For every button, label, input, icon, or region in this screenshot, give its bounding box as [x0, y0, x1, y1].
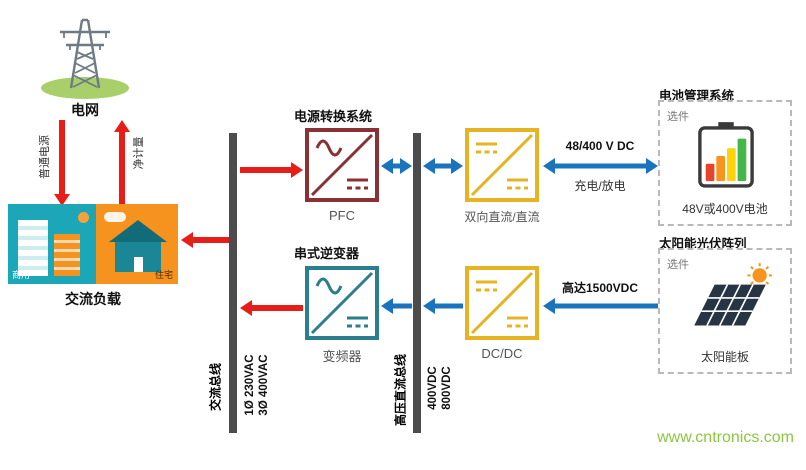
solar-panel-icon — [694, 263, 772, 326]
pv-title: 太阳能光伏阵列 — [659, 237, 747, 251]
building-icon — [54, 234, 80, 276]
arrow-net-metering — [114, 120, 130, 206]
bidirectional-dcdc-label: 双向直流/直流 — [464, 210, 540, 224]
ac-bus-voltage-2: 3Ø 400VAC — [258, 354, 270, 416]
inverter-box — [305, 266, 379, 340]
dc-bus-voltage-2: 800VDC — [441, 366, 453, 410]
dc-bus-voltage-1: 400VDC — [427, 366, 439, 410]
ac-bus-voltage-1: 1Ø 230VAC — [244, 354, 256, 416]
commercial-label: 商用 — [12, 270, 31, 280]
net-metering-label: 净计量 — [133, 136, 145, 170]
building-icon — [18, 220, 48, 276]
pv-optional-label: 选件 — [667, 259, 689, 271]
solar-panel-label: 太阳能板 — [700, 350, 749, 364]
sun-icon — [752, 268, 767, 283]
arrow-pv-to-dcdc — [543, 298, 658, 314]
battery-icon — [698, 122, 754, 188]
house-door — [134, 257, 143, 272]
pcs-title: 电源转换系统 — [294, 109, 373, 124]
dc-bus-name: 高压直流总线 — [393, 353, 408, 427]
arrow-dcdc-to-dcbus — [423, 298, 463, 314]
dc-bus-voltages: 400VDC 800VDC — [426, 366, 454, 409]
grid-supply-label: 普通电源 — [39, 135, 51, 179]
dc-bus-bar — [413, 133, 421, 433]
residential-scene: 住宅 — [96, 204, 178, 284]
pfc-box — [305, 128, 379, 202]
dcdc-label: DC/DC — [481, 346, 523, 361]
ac-bus-voltages: 1Ø 230VAC 3Ø 400VAC — [243, 354, 271, 415]
arrow-acbus-to-pfc — [240, 162, 303, 178]
ac-load-illustration: 商用 住宅 — [8, 204, 178, 284]
arrow-grid-supply — [54, 120, 70, 206]
pv-link-voltage: 高达1500VDC — [561, 281, 639, 295]
dc-dc-symbol — [470, 271, 534, 335]
arrow-acbus-to-load — [181, 232, 231, 248]
transmission-tower-icon — [41, 18, 129, 99]
ac-dc-symbol — [310, 133, 374, 197]
residential-label: 住宅 — [154, 270, 173, 280]
arrow-battery-charge-discharge — [543, 158, 658, 174]
arrow-dcbus-bidir — [423, 158, 463, 174]
battery-link-mode: 充电/放电 — [574, 179, 626, 193]
bms-title: 电池管理系统 — [659, 89, 735, 103]
battery-link-voltage: 48/400 V DC — [565, 139, 635, 153]
house-roof-icon — [109, 220, 167, 242]
sun-dot-icon — [78, 212, 89, 223]
pfc-label: PFC — [329, 208, 355, 223]
ac-bus-bar — [229, 133, 237, 433]
cloud-icon — [104, 212, 126, 222]
battery-label: 48V或400V电池 — [682, 202, 768, 216]
dcdc-box — [465, 266, 539, 340]
arrow-pfc-dcbus — [381, 158, 412, 174]
inverter-label: 变频器 — [322, 349, 362, 364]
arrow-inverter-to-acbus — [240, 300, 303, 316]
dc-ac-symbol — [310, 271, 374, 335]
bidirectional-dcdc-box — [465, 128, 539, 202]
watermark: www.cntronics.com — [657, 429, 794, 446]
commercial-scene: 商用 — [8, 204, 96, 284]
bms-optional-label: 选件 — [667, 111, 689, 123]
grid-label: 电网 — [71, 102, 99, 118]
ac-bus-name: 交流总线 — [208, 362, 223, 412]
arrow-dcbus-to-inverter — [381, 298, 412, 314]
ac-load-label: 交流负载 — [65, 291, 121, 307]
string-inverter-title: 串式逆变器 — [294, 246, 360, 261]
dc-dc-symbol — [470, 133, 534, 197]
house-icon — [115, 242, 161, 272]
